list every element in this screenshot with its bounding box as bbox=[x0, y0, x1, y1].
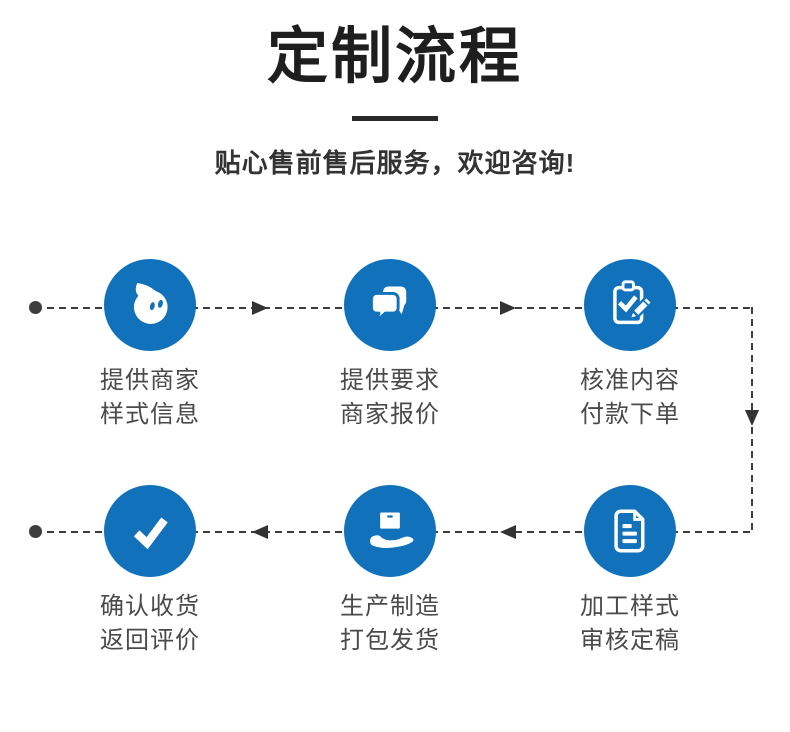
arrow-right-icon bbox=[500, 301, 516, 315]
step-label-line1: 确认收货 bbox=[100, 593, 200, 620]
step-produce-and-ship: 生产制造 打包发货 bbox=[290, 485, 490, 658]
page-subtitle: 贴心售前售后服务，欢迎咨询! bbox=[214, 148, 576, 178]
step-label-line2: 付款下单 bbox=[580, 401, 680, 428]
step-provide-requirements: 提供要求 商家报价 bbox=[290, 259, 490, 432]
step-process-and-finalize: 加工样式 审核定稿 bbox=[530, 485, 730, 658]
checkmark-icon bbox=[133, 517, 168, 550]
hand-box-icon bbox=[370, 512, 414, 548]
step-circle bbox=[104, 485, 196, 577]
chat-mascot-icon bbox=[133, 282, 168, 324]
step-label: 生产制造 打包发货 bbox=[290, 590, 490, 658]
step-label-line2: 打包发货 bbox=[340, 627, 440, 654]
step-circle bbox=[344, 259, 436, 351]
step-label-line2: 商家报价 bbox=[340, 401, 440, 428]
arrow-left-icon bbox=[500, 525, 516, 539]
flow-end-dot bbox=[29, 525, 42, 538]
step-circle bbox=[344, 485, 436, 577]
arrow-right-icon bbox=[252, 301, 268, 315]
step-label-line1: 提供要求 bbox=[340, 367, 440, 394]
step-label-line1: 生产制造 bbox=[340, 593, 440, 620]
step-label-line2: 返回评价 bbox=[100, 627, 200, 654]
step-label-line1: 核准内容 bbox=[580, 367, 680, 394]
step-confirm-and-review: 确认收货 返回评价 bbox=[50, 485, 250, 658]
header: 定制流程 贴心售前售后服务，欢迎咨询! bbox=[0, 0, 790, 180]
page-title: 定制流程 bbox=[266, 22, 523, 90]
arrow-left-icon bbox=[252, 525, 268, 539]
step-label-line1: 提供商家 bbox=[100, 367, 200, 394]
document-icon bbox=[614, 509, 645, 553]
title-divider bbox=[352, 116, 438, 121]
step-label: 核准内容 付款下单 bbox=[530, 364, 730, 432]
step-label-line1: 加工样式 bbox=[580, 593, 680, 620]
step-circle bbox=[104, 259, 196, 351]
step-label: 提供商家 样式信息 bbox=[50, 364, 250, 432]
step-circle bbox=[584, 485, 676, 577]
step-approve-and-pay: 核准内容 付款下单 bbox=[530, 259, 730, 432]
step-label-line2: 样式信息 bbox=[100, 401, 200, 428]
arrow-down-icon bbox=[745, 410, 759, 426]
step-circle bbox=[584, 259, 676, 351]
flow-start-dot bbox=[29, 301, 42, 314]
step-label-line2: 审核定稿 bbox=[580, 627, 680, 654]
chat-bubbles-icon bbox=[369, 286, 407, 323]
clipboard-check-icon bbox=[613, 280, 654, 325]
step-label: 提供要求 商家报价 bbox=[290, 364, 490, 432]
step-label: 确认收货 返回评价 bbox=[50, 590, 250, 658]
step-label: 加工样式 审核定稿 bbox=[530, 590, 730, 658]
step-provide-style-info: 提供商家 样式信息 bbox=[50, 259, 250, 432]
